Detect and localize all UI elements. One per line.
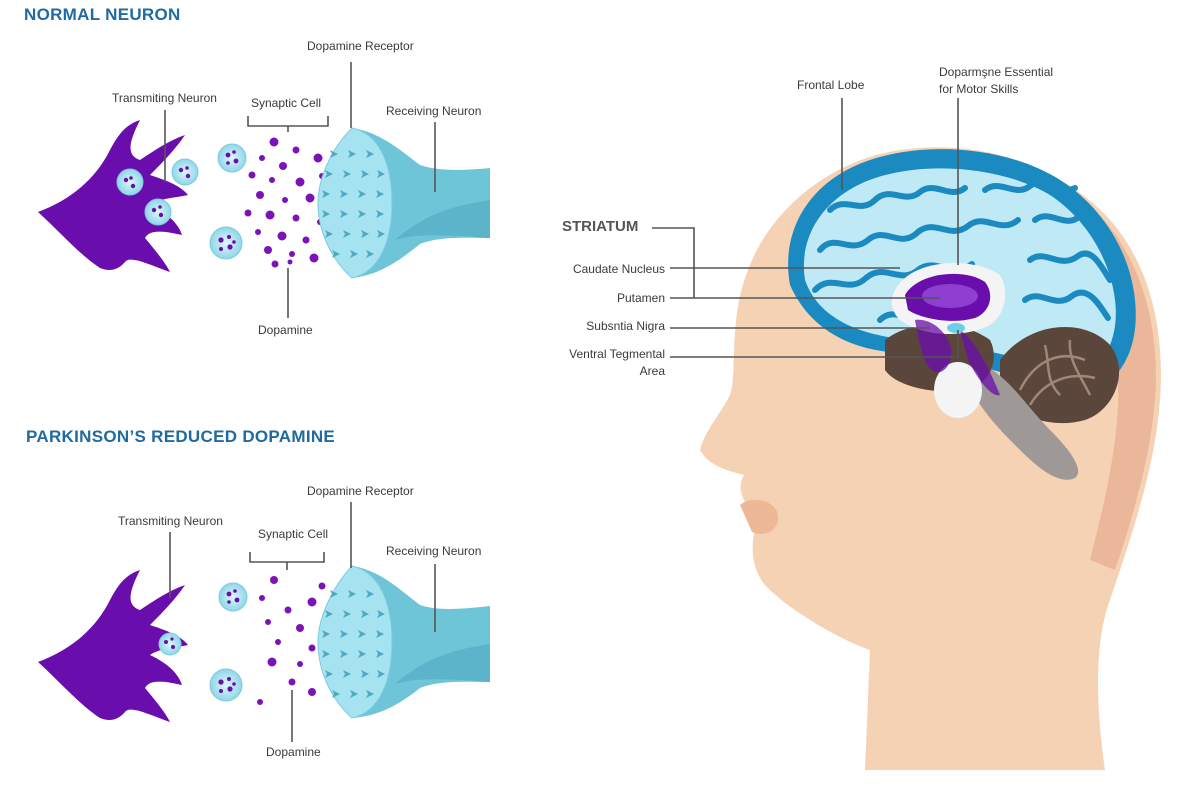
parkinsons-title: PARKINSON’S REDUCED DOPAMINE	[26, 427, 336, 446]
caudate-label: Caudate Nucleus	[572, 262, 665, 276]
normal-transmitting-label: Transmiting Neuron	[112, 91, 217, 105]
parkinsons-neuron-diagram	[38, 502, 490, 742]
substantia-nigra	[915, 319, 952, 373]
normal-neuron-diagram	[38, 62, 490, 318]
normal-receptor-label: Dopamine Receptor	[307, 39, 414, 53]
parkinsons-transmitting-label: Transmiting Neuron	[118, 514, 223, 528]
putamen-label: Putamen	[616, 291, 665, 305]
normal-dopamine-label: Dopamine	[258, 323, 313, 337]
parkinsons-receiving-label: Receiving Neuron	[386, 544, 482, 558]
parkinsons-dopamine-particles	[257, 576, 326, 705]
normal-dopamine-receptor	[317, 127, 393, 279]
cerebellum	[1000, 326, 1120, 424]
vta-label-line2: Area	[639, 364, 665, 378]
normal-vesicles	[116, 143, 247, 260]
parkinsons-dopamine-label: Dopamine	[266, 745, 321, 759]
normal-receiving-label: Receiving Neuron	[386, 104, 482, 118]
substantia-nigra-label: Subsntia Nigra	[586, 319, 665, 333]
parkinsons-receptor-label: Dopamine Receptor	[307, 484, 414, 498]
head-brain-illustration	[652, 98, 1161, 771]
parkinsons-vesicles	[158, 582, 248, 702]
striatum-label: STRIATUM	[562, 218, 639, 235]
normal-neuron-title: NORMAL NEURON	[24, 5, 181, 24]
dopamine-essential-label-line2: for Motor Skills	[939, 82, 1019, 96]
vta-label-line1: Ventral Tegmental	[569, 347, 665, 361]
parkinsons-transmitting-neuron	[38, 570, 188, 722]
parkinsons-synaptic-label: Synaptic Cell	[258, 527, 329, 541]
normal-transmitting-neuron	[38, 120, 188, 272]
normal-synaptic-label: Synaptic Cell	[251, 96, 322, 110]
dopamine-essential-label-line1: Doparmşne Essential	[939, 65, 1054, 79]
frontal-lobe-label: Frontal Lobe	[797, 78, 865, 92]
parkinsons-dopamine-receptor	[317, 565, 393, 719]
